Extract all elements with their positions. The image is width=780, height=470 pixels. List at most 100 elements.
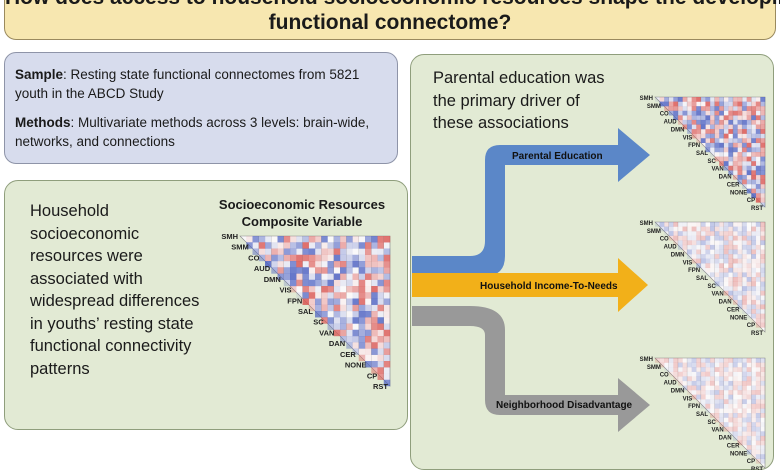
matrix-composite-cell: [271, 248, 278, 255]
matrix-composite-cell: [365, 254, 372, 262]
matrix-composite-cell: [352, 336, 359, 343]
matrix-parental-cell: [728, 124, 734, 130]
left-line: patterns: [30, 359, 90, 378]
matrix-composite-cell: [371, 367, 378, 374]
matrix-neighborhood-cell: [747, 408, 752, 413]
matrix-neighborhood-cell: [738, 363, 743, 368]
matrix-income-cell: [760, 309, 766, 314]
matrix-composite-label: SMM: [231, 243, 249, 252]
matrix-composite-cell: [258, 248, 266, 255]
matrix-parental-cell: [673, 97, 679, 102]
matrix-neighborhood-cell: [755, 413, 761, 418]
matrix-income-cell: [719, 222, 724, 227]
matrix-neighborhood-cell: [682, 362, 688, 368]
matrix-parental-cell: [760, 174, 766, 180]
arrow-label-2: Household Income-To-Needs: [480, 281, 618, 292]
matrix-neighborhood-cell: [677, 362, 683, 368]
matrix-neighborhood-cell: [751, 417, 757, 423]
matrix-composite-cell: [333, 286, 341, 293]
matrix-neighborhood-cell: [746, 390, 752, 395]
matrix-neighborhood-cell: [737, 403, 743, 409]
matrix-income-cell: [751, 295, 757, 301]
matrix-parental-cell: [710, 133, 715, 139]
arrow-label-3: Neighborhood Disadvantage: [496, 400, 633, 411]
matrix-parental-cell: [719, 147, 724, 153]
matrix-parental-cell: [714, 156, 720, 162]
matrix-composite-cell: [371, 248, 378, 255]
matrix-composite-cell: [327, 248, 334, 255]
matrix-composite-cell: [321, 298, 328, 305]
matrix-parental-cell: [691, 119, 697, 125]
matrix-neighborhood-cell: [719, 367, 724, 372]
matrix-parental-cell: [755, 184, 761, 189]
matrix-parental-cell: [732, 156, 738, 162]
matrix-neighborhood-cell: [705, 403, 711, 409]
matrix-parental-cell: [751, 115, 757, 121]
matrix-neighborhood-cell: [714, 390, 720, 395]
matrix-composite-cell: [315, 254, 322, 262]
matrix-income-cell: [659, 226, 665, 232]
methods-text: Methods: Multivariate methods across 3 l…: [15, 113, 387, 151]
matrix-parental-cell: [728, 138, 734, 144]
matrix-composite-cell: [365, 248, 372, 255]
matrix-income-cell: [733, 240, 738, 245]
matrix-composite-cell: [271, 236, 277, 242]
matrix-income-cell: [746, 286, 752, 291]
matrix-parental-cell: [710, 129, 715, 134]
matrix-composite-cell: [383, 267, 391, 274]
matrix-neighborhood-label: RST: [751, 467, 763, 470]
matrix-parental-cell: [700, 124, 706, 130]
matrix-neighborhood-cell: [715, 372, 720, 377]
matrix-parental-cell: [701, 143, 706, 148]
matrix-income-cell: [728, 235, 734, 241]
matrix-composite-cell: [365, 361, 372, 368]
matrix-neighborhood-cell: [746, 358, 752, 363]
matrix-composite-cell: [252, 248, 259, 255]
matrix-composite-cell: [271, 267, 278, 274]
matrix-composite-cell: [252, 236, 259, 243]
matrix-composite-cell: [371, 267, 378, 274]
matrix-neighborhood-cell: [714, 376, 720, 382]
matrix-neighborhood-cell: [737, 367, 743, 372]
matrix-parental-label: VIS: [683, 135, 693, 141]
matrix-parental-cell: [728, 147, 734, 153]
matrix-parental-cell: [760, 161, 766, 166]
matrix-income-cell: [710, 240, 715, 245]
matrix-income: SMHSMMCOAUDDMNVISFPNSALSCVANDANCERNONECP…: [640, 221, 766, 337]
matrix-composite-cell: [365, 286, 372, 293]
matrix-neighborhood-cell: [715, 381, 720, 386]
matrix-composite-cell: [383, 323, 391, 330]
matrix-income-cell: [710, 236, 715, 241]
matrix-income-cell: [751, 318, 757, 324]
matrix-neighborhood-cell: [728, 399, 734, 405]
matrix-composite-cell: [377, 323, 384, 330]
matrix-composite-cell: [377, 254, 384, 262]
matrix-parental-cell: [710, 147, 715, 153]
matrix-parental-cell: [710, 115, 715, 121]
matrix-neighborhood-cell: [719, 358, 724, 363]
matrix-income-cell: [746, 263, 752, 269]
matrix-neighborhood-cell: [710, 358, 715, 363]
matrix-parental-cell: [742, 106, 747, 111]
matrix-composite-label: CP: [367, 371, 377, 380]
matrix-parental-label: SMH: [640, 96, 653, 102]
matrix-parental-cell: [691, 101, 697, 107]
matrix-parental-cell: [728, 170, 734, 176]
matrix-parental-cell: [755, 193, 761, 199]
matrix-composite-cell: [383, 361, 391, 368]
matrix-income-cell: [719, 258, 724, 264]
matrix-parental-cell: [714, 106, 720, 111]
matrix-income-cell: [677, 235, 683, 241]
matrix-income-cell: [687, 226, 692, 232]
matrix-composite-cell: [365, 261, 372, 268]
matrix-composite-cell: [315, 267, 322, 274]
matrix-income-cell: [732, 254, 738, 259]
matrix-income-cell: [755, 258, 761, 264]
matrix-composite-cell: [296, 248, 303, 255]
matrix-neighborhood-cell: [746, 435, 752, 441]
matrix-composite-cell: [383, 273, 391, 280]
matrix-parental-cell: [732, 106, 738, 111]
matrix-income-cell: [746, 277, 752, 282]
matrix-income-cell: [742, 309, 747, 314]
